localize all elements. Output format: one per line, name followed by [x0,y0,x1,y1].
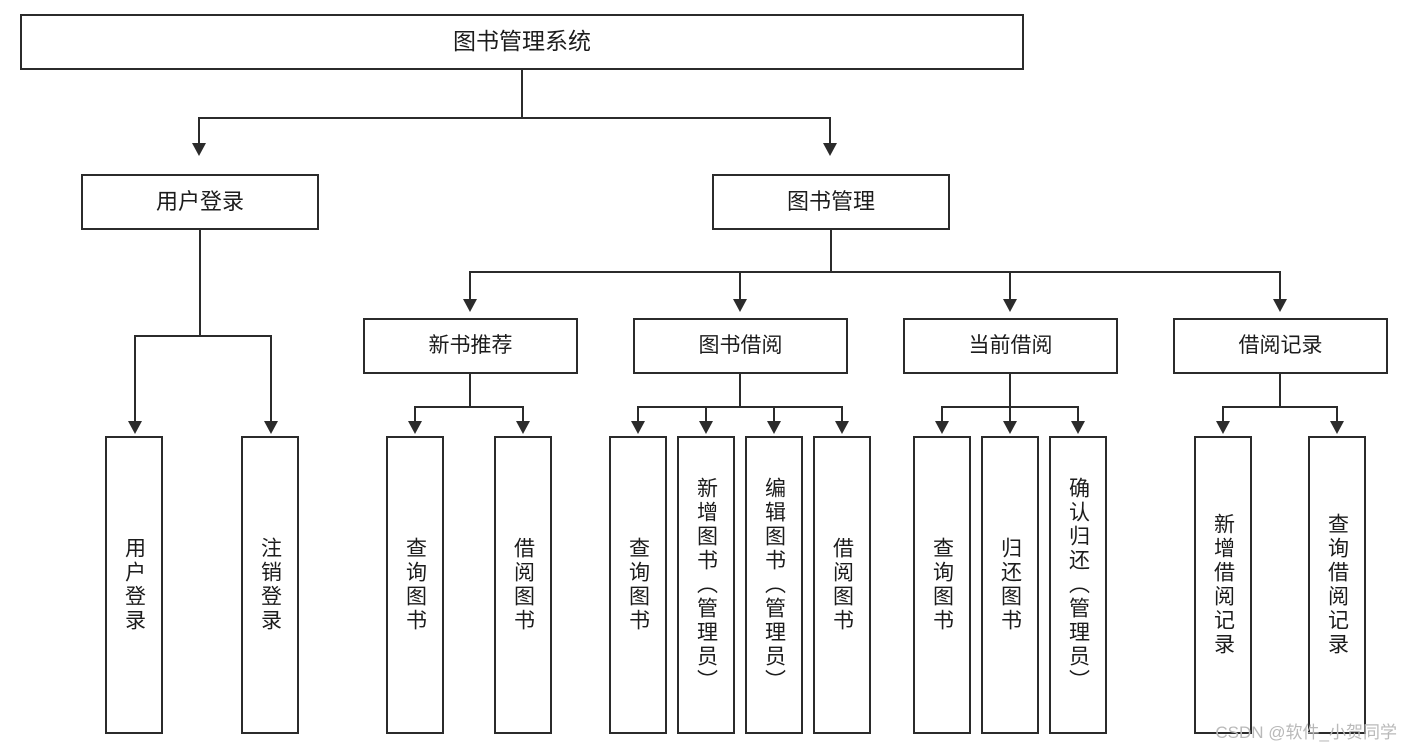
arrow-bm-to-book-borrow [733,299,747,312]
leaf-label: 确认归还（管理员） [1066,477,1090,693]
arrow-bb-leaf-3 [767,421,781,434]
arrow-bm-to-borrow-record [1273,299,1287,312]
leaf-label: 新增图书（管理员） [694,477,718,693]
node-new-book-recommend[interactable]: 新书推荐 [363,318,578,374]
node-label: 图书管理系统 [453,28,591,55]
leaf-query-book-bb[interactable]: 查询图书 [609,436,667,734]
connector-bb-drop-3 [773,406,775,422]
connector-bm-drop-2 [739,271,741,301]
connector-bb-drop-1 [637,406,639,422]
connector-bb-drop-4 [841,406,843,422]
leaf-label: 借阅图书 [830,537,854,633]
connector-root-to-user-login [198,117,200,145]
arrow-nbr-leaf-2 [516,421,530,434]
connector-user-login-stem [199,230,201,336]
leaf-label: 用户登录 [122,537,146,633]
connector-user-login-drop-1 [134,335,136,423]
leaf-user-login[interactable]: 用户登录 [105,436,163,734]
connector-cb-drop-1 [941,406,943,422]
arrow-bb-leaf-4 [835,421,849,434]
connector-root-bus [198,117,831,119]
node-label: 图书借阅 [698,333,783,357]
node-borrow-record[interactable]: 借阅记录 [1173,318,1388,374]
connector-book-management-stem [830,230,832,272]
leaf-label: 新增借阅记录 [1211,513,1235,657]
leaf-add-book-admin[interactable]: 新增图书（管理员） [677,436,735,734]
node-book-management-system[interactable]: 图书管理系统 [20,14,1024,70]
arrow-bb-leaf-1 [631,421,645,434]
connector-root-stem [521,70,523,118]
leaf-label: 查询图书 [403,537,427,633]
connector-br-drop-1 [1222,406,1224,422]
leaf-edit-book-admin[interactable]: 编辑图书（管理员） [745,436,803,734]
connector-bb-bus [637,406,843,408]
arrow-br-leaf-2 [1330,421,1344,434]
connector-user-login-drop-2 [270,335,272,423]
connector-br-drop-2 [1336,406,1338,422]
arrow-cb-leaf-1 [935,421,949,434]
arrow-root-to-user-login [192,143,206,156]
node-label: 当前借阅 [968,333,1053,357]
connector-root-to-book-management [829,117,831,145]
arrow-user-login-leaf-1 [128,421,142,434]
connector-cb-drop-3 [1077,406,1079,422]
csdn-watermark: CSDN @软件_小贺同学 [1215,723,1397,742]
node-book-management[interactable]: 图书管理 [712,174,950,230]
leaf-label: 查询借阅记录 [1325,513,1349,657]
node-label: 用户登录 [155,189,244,215]
leaf-query-book-cb[interactable]: 查询图书 [913,436,971,734]
leaf-label: 查询图书 [930,537,954,633]
connector-bm-drop-4 [1279,271,1281,301]
arrow-bb-leaf-2 [699,421,713,434]
leaf-label: 归还图书 [998,537,1022,633]
connector-cb-stem [1009,374,1011,408]
arrow-br-leaf-1 [1216,421,1230,434]
connector-user-login-bus [134,335,272,337]
connector-nbr-drop-1 [414,406,416,422]
leaf-return-book[interactable]: 归还图书 [981,436,1039,734]
leaf-label: 借阅图书 [511,537,535,633]
connector-bm-drop-3 [1009,271,1011,301]
leaf-label: 查询图书 [626,537,650,633]
leaf-query-borrow-record[interactable]: 查询借阅记录 [1308,436,1366,734]
arrow-cb-leaf-3 [1071,421,1085,434]
arrow-user-login-leaf-2 [264,421,278,434]
connector-bb-stem [739,374,741,408]
leaf-query-book-nbr[interactable]: 查询图书 [386,436,444,734]
leaf-borrow-book-nbr[interactable]: 借阅图书 [494,436,552,734]
connector-nbr-stem [469,374,471,408]
connector-bm-drop-1 [469,271,471,301]
connector-cb-drop-2 [1009,406,1011,422]
arrow-bm-to-current-borrow [1003,299,1017,312]
node-label: 新书推荐 [428,333,513,357]
node-label: 借阅记录 [1238,333,1323,357]
arrow-root-to-book-management [823,143,837,156]
connector-br-stem [1279,374,1281,408]
leaf-logout[interactable]: 注销登录 [241,436,299,734]
arrow-cb-leaf-2 [1003,421,1017,434]
node-book-borrow[interactable]: 图书借阅 [633,318,848,374]
arrow-nbr-leaf-1 [408,421,422,434]
leaf-add-borrow-record[interactable]: 新增借阅记录 [1194,436,1252,734]
leaf-borrow-book-bb[interactable]: 借阅图书 [813,436,871,734]
node-current-borrow[interactable]: 当前借阅 [903,318,1118,374]
leaf-label: 注销登录 [258,537,282,633]
leaf-confirm-return-admin[interactable]: 确认归还（管理员） [1049,436,1107,734]
leaf-label: 编辑图书（管理员） [762,477,786,693]
connector-br-bus [1222,406,1338,408]
connector-bb-drop-2 [705,406,707,422]
node-user-login[interactable]: 用户登录 [81,174,319,230]
connector-nbr-bus [414,406,524,408]
node-label: 图书管理 [786,189,875,215]
arrow-bm-to-new-book-recommend [463,299,477,312]
connector-nbr-drop-2 [522,406,524,422]
connector-book-management-bus [469,271,1281,273]
